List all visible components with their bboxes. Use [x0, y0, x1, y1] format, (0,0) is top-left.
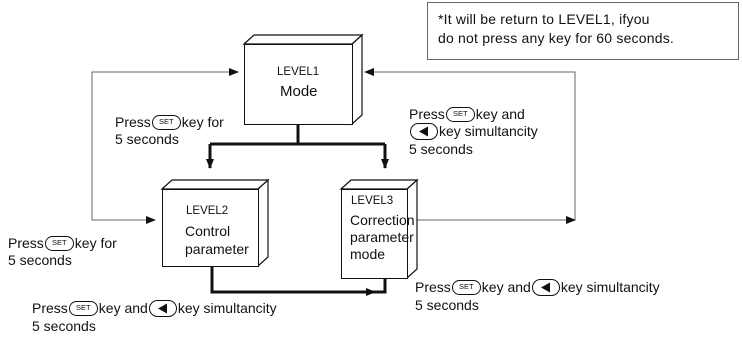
duration-text: 5 seconds: [32, 317, 96, 334]
key-simultancity-text: key simultancity: [439, 123, 538, 139]
set-key-icon: SET: [451, 279, 481, 295]
level1-box: LEVEL1 Mode: [244, 44, 353, 125]
level3-label: LEVEL3: [351, 195, 394, 207]
level2-label: LEVEL2: [186, 205, 229, 217]
set-key-icon: SET: [151, 114, 181, 130]
set-key-icon: SET: [68, 300, 98, 316]
path-level2-to-level3: [210, 266, 376, 296]
key-and-text: key and: [98, 300, 148, 316]
key-for-text: key for: [74, 235, 117, 251]
riser-level3: [375, 278, 387, 294]
key-and-text: key and: [475, 106, 525, 122]
press-text: Press: [32, 300, 68, 316]
level2-line1: Control: [185, 223, 231, 239]
press-text: Press: [8, 235, 44, 251]
level3-line3: mode: [350, 246, 386, 262]
level1-box-side: [351, 33, 363, 126]
press-text: Press: [115, 114, 151, 130]
level1-box-top: [242, 34, 364, 45]
key-and-text: key and: [481, 279, 531, 295]
duration-text: 5 seconds: [115, 131, 179, 147]
level1-label: LEVEL1: [277, 66, 320, 78]
level3-line1: Correction: [350, 212, 415, 228]
press-text: Press: [409, 106, 445, 122]
duration-text: 5 seconds: [409, 140, 473, 157]
press-text: Press: [415, 279, 451, 295]
level3-box-top: [339, 179, 419, 190]
left-arrow-key-icon: [410, 122, 438, 140]
set-key-icon: SET: [44, 235, 74, 251]
timeout-note: *It will be return to LEVEL1, ifyou do n…: [427, 2, 739, 60]
level2-box-side: [257, 178, 269, 268]
timeout-note-line1: *It will be return to LEVEL1, ifyou: [438, 11, 650, 27]
level3-line2: parameter: [350, 229, 414, 245]
duration-text: 5 seconds: [8, 252, 72, 268]
key-simultancity-text: key simultancity: [177, 300, 277, 316]
level2-box-top: [160, 179, 270, 190]
set-key-icon: SET: [445, 106, 475, 122]
left-arrow-key-icon: [531, 278, 560, 296]
level2-line2: parameter: [185, 241, 249, 257]
timeout-note-line2: do not press any key for 60 seconds.: [438, 30, 674, 46]
level3-box: LEVEL3 Correction parameter mode: [341, 189, 415, 279]
left-arrow-key-icon: [148, 299, 177, 317]
key-for-text: key for: [181, 114, 224, 130]
key-simultancity-text: key simultancity: [560, 279, 660, 295]
level1-mode: Mode: [280, 83, 318, 100]
level2-box: LEVEL2 Control parameter: [162, 189, 259, 267]
duration-text: 5 seconds: [415, 296, 479, 313]
